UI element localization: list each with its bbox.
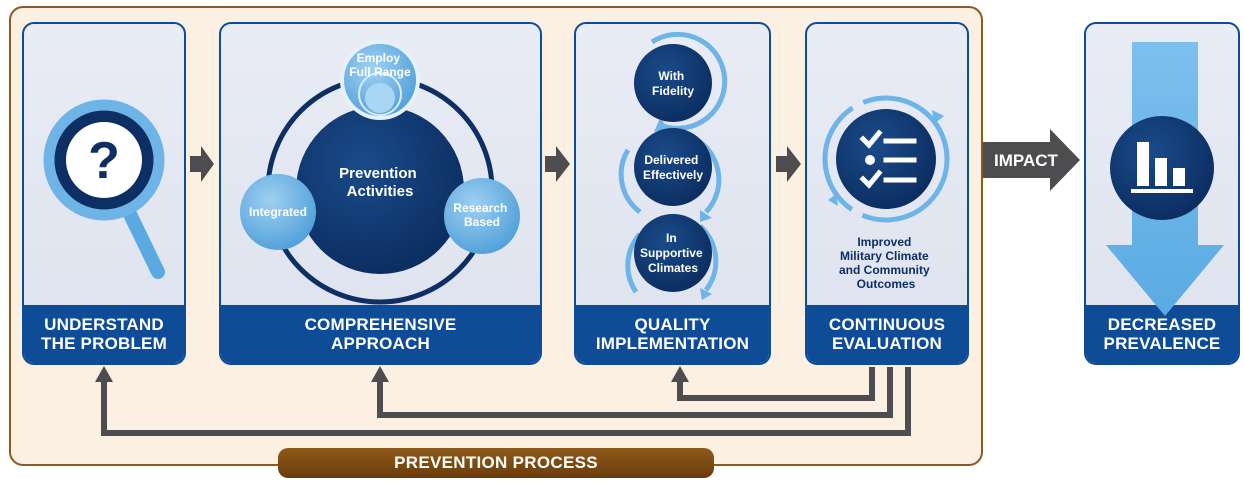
with-fidelity-circle xyxy=(634,44,712,122)
forward-arrow-icon xyxy=(545,146,570,182)
arrowhead-up-icon xyxy=(95,366,113,382)
forward-arrows xyxy=(190,146,801,182)
prevention-process-label: PREVENTION PROCESS xyxy=(278,448,714,478)
delivered-effectively-label: Delivered Effectively xyxy=(643,153,703,182)
with-fidelity-label: With Fidelity xyxy=(652,69,694,98)
checklist-icon xyxy=(822,95,950,223)
research-based-label: Research Based xyxy=(453,201,510,229)
feedback-arrow-to-comprehensive xyxy=(377,367,893,418)
impact-arrow: IMPACT xyxy=(983,129,1080,191)
forward-arrow-icon xyxy=(776,146,801,182)
question-magnifier-icon: ? xyxy=(43,99,165,279)
forward-arrow-icon xyxy=(190,146,214,182)
panel-title: CONTINUOUS EVALUATION xyxy=(828,315,946,353)
implementation-chain: With Fidelity Delivered Effectively In S… xyxy=(618,31,728,300)
prevention-activities-label: Prevention Activities xyxy=(339,165,421,200)
supportive-climates-label: In Supportive Climates xyxy=(640,231,706,275)
integrated-label: Integrated xyxy=(249,205,307,219)
arrowhead-up-icon xyxy=(371,366,389,382)
panel-title: DECREASED PREVALENCE xyxy=(1103,315,1221,353)
arrowhead-up-icon xyxy=(671,366,689,382)
prevention-activities-circle xyxy=(296,106,464,274)
impact-arrow-shape xyxy=(983,129,1080,191)
supportive-climates-circle xyxy=(634,214,712,292)
feedback-arrow-to-understand xyxy=(101,367,911,436)
impact-label: IMPACT xyxy=(994,151,1059,170)
panel-footer: COMPREHENSIVE APPROACH xyxy=(221,305,540,363)
activity-cycle: Prevention Activities Employ Full Range … xyxy=(240,40,520,305)
prevention-process-text: PREVENTION PROCESS xyxy=(394,453,598,472)
evaluation-outcome-label: Improved Military Climate and Community … xyxy=(839,235,933,291)
integrated-circle xyxy=(240,174,316,250)
employ-full-range-circle xyxy=(340,40,420,120)
delivered-effectively-circle xyxy=(634,128,712,206)
svg-text:?: ? xyxy=(88,132,120,190)
panel-footer: UNDERSTAND THE PROBLEM xyxy=(24,305,184,363)
panel-title: QUALITY IMPLEMENTATION xyxy=(595,315,750,353)
panel-footer: DECREASED PREVALENCE xyxy=(1086,305,1238,363)
panel-title: UNDERSTAND THE PROBLEM xyxy=(41,315,167,353)
feedback-loop-arrows xyxy=(101,367,911,436)
panel-footer: CONTINUOUS EVALUATION xyxy=(807,305,967,363)
bar-chart-down-icon xyxy=(1106,42,1224,316)
feedback-arrow-to-implementation xyxy=(677,367,875,401)
panel-footer: QUALITY IMPLEMENTATION xyxy=(576,305,769,363)
employ-full-range-label: Employ Full Range xyxy=(349,51,411,79)
panel-title: COMPREHENSIVE APPROACH xyxy=(304,315,457,353)
feedback-arrowheads xyxy=(95,366,689,382)
research-based-circle xyxy=(444,178,520,254)
